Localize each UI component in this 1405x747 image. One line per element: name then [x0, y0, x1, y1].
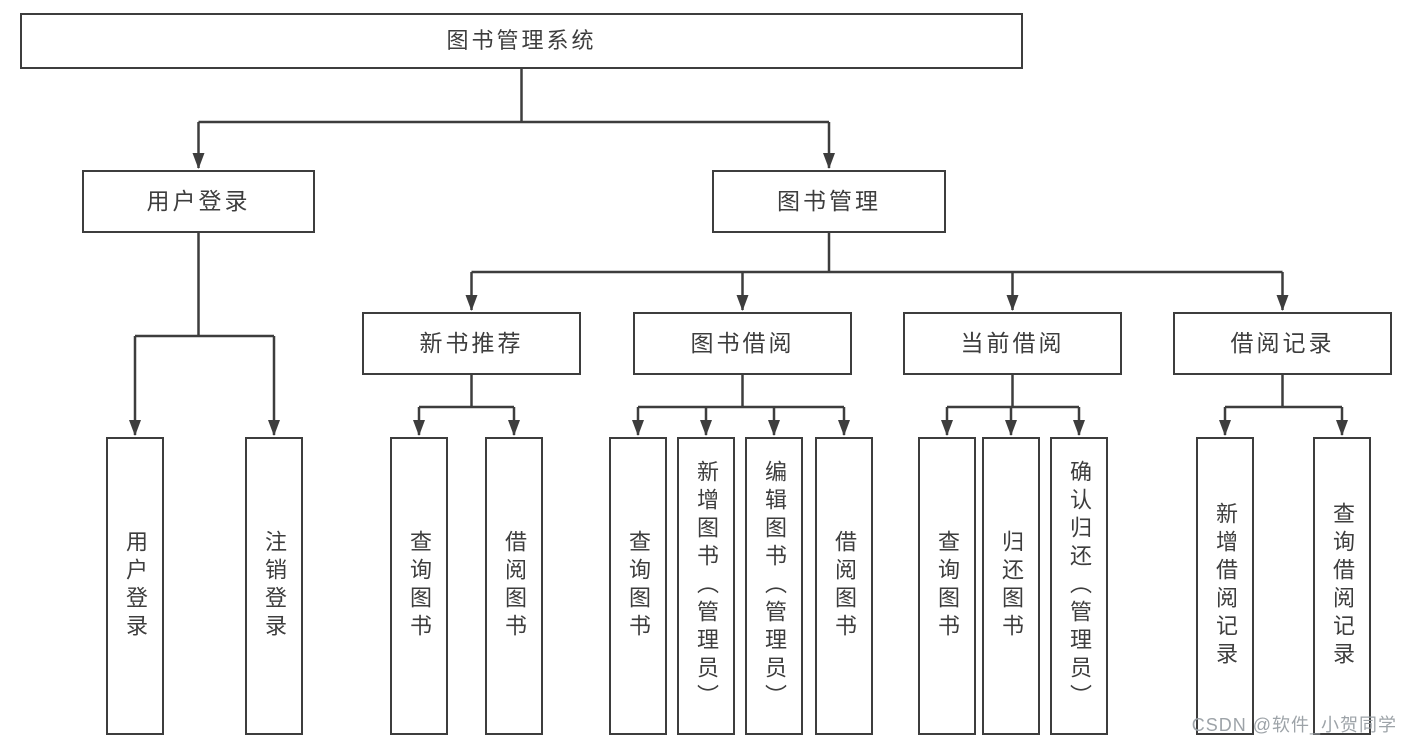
leaf-add-book-admin-label: 新增图书（管理员） — [694, 460, 719, 712]
node-book-borrow-label: 图书借阅 — [690, 330, 795, 356]
leaf-query-book-1-label: 查询图书 — [407, 530, 432, 642]
leaf-user-login-label: 用户登录 — [123, 530, 148, 642]
leaf-query-borrow-record-label: 查询借阅记录 — [1330, 502, 1355, 670]
leaf-logout-login-label: 注销登录 — [262, 530, 287, 642]
watermark: CSDN @软件_小贺同学 — [1191, 715, 1397, 735]
leaf-query-book-2-label: 查询图书 — [626, 530, 651, 642]
node-root-label: 图书管理系统 — [446, 28, 597, 53]
node-book-borrow: 图书借阅 — [633, 312, 852, 375]
leaf-query-book-2: 查询图书 — [609, 437, 667, 735]
leaf-query-book-3: 查询图书 — [918, 437, 976, 735]
leaf-query-book-1: 查询图书 — [390, 437, 448, 735]
leaf-add-book-admin: 新增图书（管理员） — [677, 437, 735, 735]
leaf-edit-book-admin-label: 编辑图书（管理员） — [762, 460, 787, 712]
node-user-login: 用户登录 — [82, 170, 315, 233]
leaf-confirm-return-admin: 确认归还（管理员） — [1050, 437, 1108, 735]
leaf-user-login: 用户登录 — [106, 437, 164, 735]
leaf-borrow-book-2-label: 借阅图书 — [832, 530, 857, 642]
leaf-add-borrow-record-label: 新增借阅记录 — [1213, 502, 1238, 670]
leaf-logout-login: 注销登录 — [245, 437, 303, 735]
leaf-query-borrow-record: 查询借阅记录 — [1313, 437, 1371, 735]
leaf-add-borrow-record: 新增借阅记录 — [1196, 437, 1254, 735]
node-new-book-recommend-label: 新书推荐 — [419, 330, 524, 356]
node-current-borrow: 当前借阅 — [903, 312, 1122, 375]
leaf-borrow-book-1: 借阅图书 — [485, 437, 543, 735]
leaf-confirm-return-admin-label: 确认归还（管理员） — [1067, 460, 1092, 712]
leaf-borrow-book-2: 借阅图书 — [815, 437, 873, 735]
node-borrow-record-label: 借阅记录 — [1230, 330, 1335, 356]
node-borrow-record: 借阅记录 — [1173, 312, 1392, 375]
node-new-book-recommend: 新书推荐 — [362, 312, 581, 375]
leaf-borrow-book-1-label: 借阅图书 — [502, 530, 527, 642]
node-current-borrow-label: 当前借阅 — [960, 330, 1065, 356]
node-root: 图书管理系统 — [20, 13, 1023, 69]
node-book-management: 图书管理 — [712, 170, 946, 233]
leaf-query-book-3-label: 查询图书 — [935, 530, 960, 642]
node-user-login-label: 用户登录 — [146, 188, 251, 214]
leaf-return-book-label: 归还图书 — [999, 530, 1024, 642]
node-book-management-label: 图书管理 — [777, 188, 881, 214]
leaf-edit-book-admin: 编辑图书（管理员） — [745, 437, 803, 735]
leaf-return-book: 归还图书 — [982, 437, 1040, 735]
